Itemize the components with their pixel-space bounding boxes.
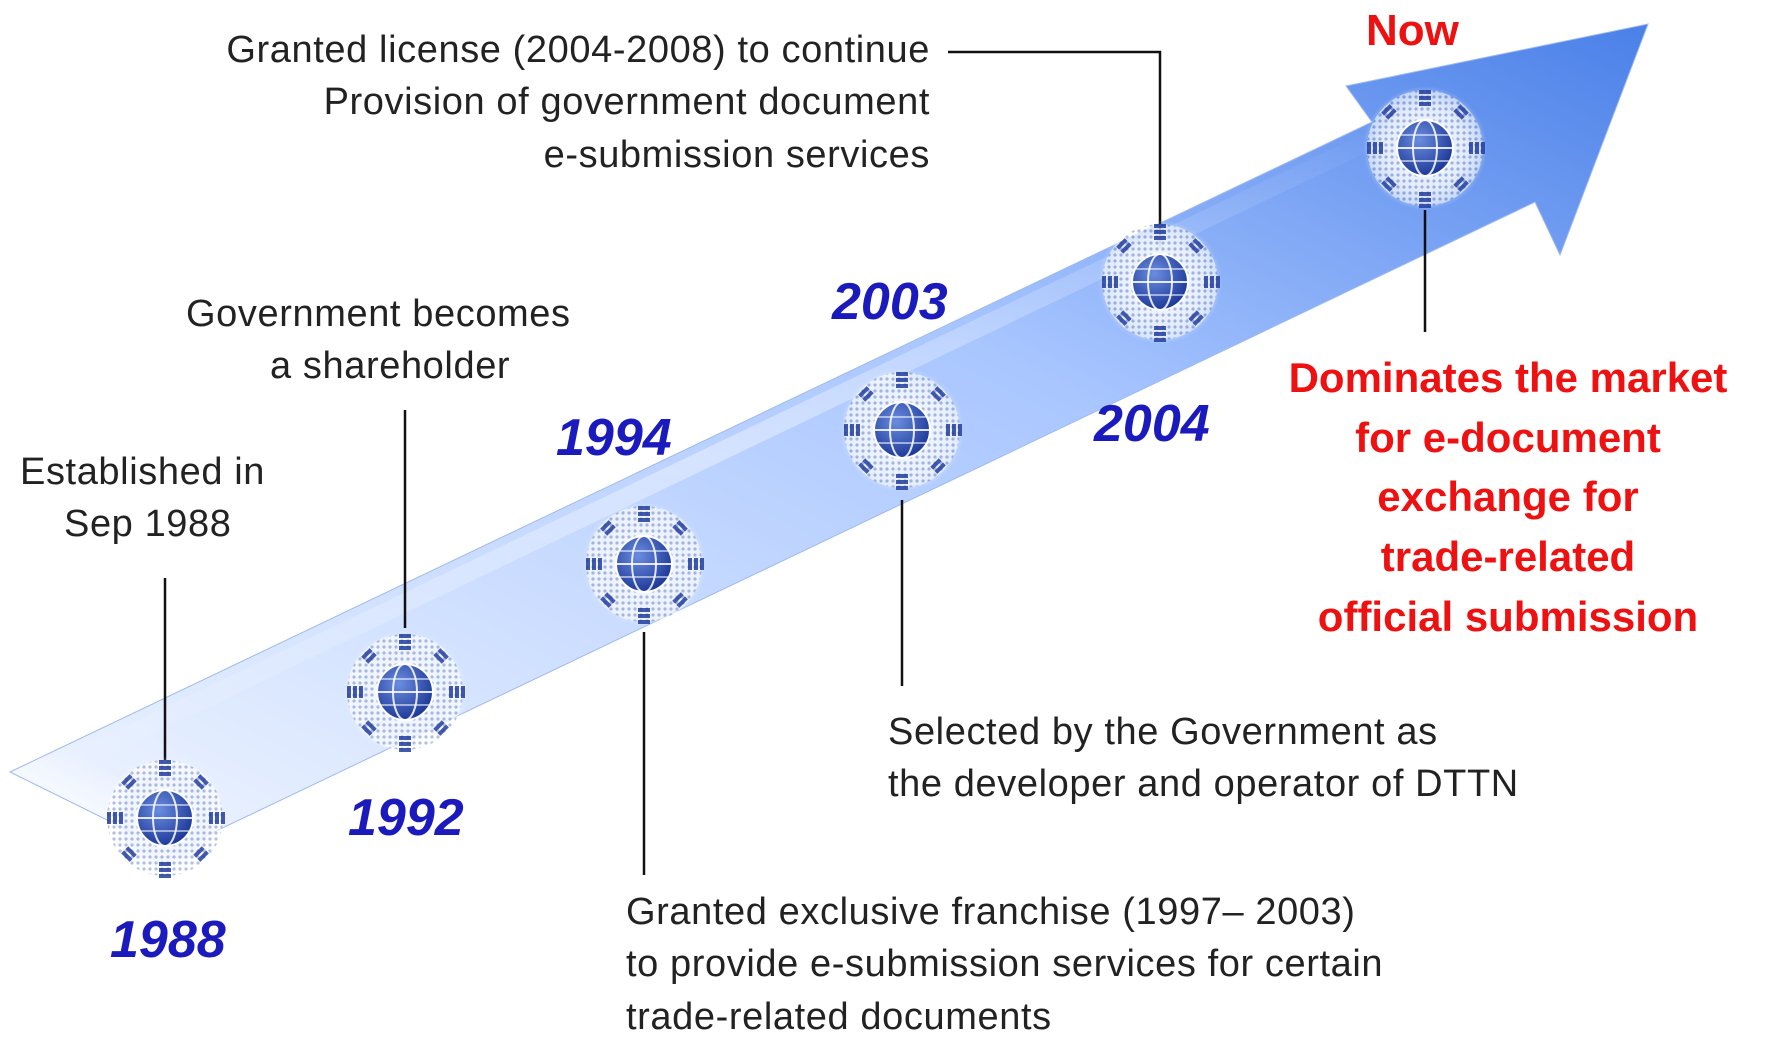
now-description-line: for e-document <box>1355 413 1661 461</box>
year-2003: 2003 <box>832 273 948 331</box>
connector-2004 <box>948 50 1162 248</box>
year-1988: 1988 <box>110 911 226 969</box>
now-description-line: Dominates the market <box>1288 354 1728 401</box>
milestone-1992-text: Government becomes a shareholder <box>186 288 571 393</box>
now-description-line: official submission <box>1317 592 1699 640</box>
milestone-2004-line: Provision of government document <box>323 81 930 124</box>
milestone-1988-line: Sep 1988 <box>64 503 232 546</box>
now-description-line: exchange for <box>1377 473 1639 521</box>
milestone-1992-line: a shareholder <box>270 345 511 388</box>
milestone-2004-line: Granted license (2004-2008) to continue <box>226 29 930 71</box>
globe-node-icon <box>1097 219 1223 345</box>
globe-node-icon <box>839 367 965 493</box>
milestone-2003-line: the developer and operator of DTTN <box>888 763 1519 806</box>
milestone-2004-line: e-submission services <box>543 133 930 176</box>
milestone-1994-line: to provide e-submission services for cer… <box>626 943 1384 986</box>
globe-node-icon <box>581 501 707 627</box>
milestone-2003-text: Selected by the Government as the develo… <box>888 706 1519 811</box>
globe-node-icon <box>342 629 468 755</box>
milestone-1988-text: Established in Sep 1988 <box>20 446 265 551</box>
milestone-2003-line: Selected by the Government as <box>888 711 1438 753</box>
year-1992: 1992 <box>348 789 464 847</box>
globe-node-icon <box>102 755 228 881</box>
now-description-line: trade-related <box>1380 532 1636 580</box>
milestone-1992-line: Government becomes <box>186 293 571 335</box>
year-2004: 2004 <box>1094 395 1210 453</box>
milestone-1994-line: trade-related documents <box>626 995 1052 1038</box>
connector-lines <box>163 50 1427 875</box>
milestone-2004-text: Granted license (2004-2008) to continue … <box>110 24 930 181</box>
now-description: Dominates the market for e-document exch… <box>1258 348 1758 646</box>
milestone-1988-line: Established in <box>20 451 265 493</box>
milestone-1994-line: Granted exclusive franchise (1997– 2003) <box>626 891 1356 933</box>
now-label: Now <box>1366 6 1459 55</box>
globe-node-icon <box>1362 85 1488 211</box>
year-1994: 1994 <box>556 409 672 467</box>
milestone-1994-text: Granted exclusive franchise (1997– 2003)… <box>626 886 1383 1043</box>
